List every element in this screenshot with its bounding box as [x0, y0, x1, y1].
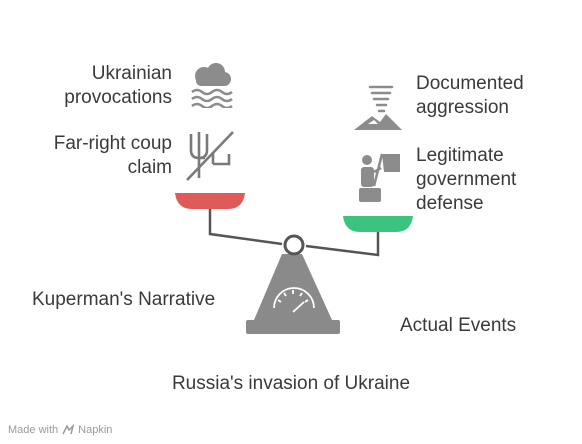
label-legitimate-government-defense: Legitimate government defense: [416, 145, 517, 214]
right-pan: [343, 216, 413, 232]
scale-left-arm: [208, 206, 283, 246]
cloud-waves-icon: [191, 63, 233, 108]
left-pan: [175, 193, 245, 209]
label-documented-aggression: Documented aggression: [416, 73, 524, 118]
gauge-icon: [273, 287, 315, 313]
watermark-prefix: Made with: [8, 424, 59, 436]
fulcrum-base: [254, 254, 332, 320]
base-label: Russia's invasion of Ukraine: [171, 373, 411, 394]
label-far-right-coup-claim: Far-right coup claim: [53, 133, 172, 178]
watermark-brand: Napkin: [78, 424, 113, 436]
label-ukrainian-provocations: Ukrainian provocations: [64, 63, 172, 108]
scale-right-arm: [305, 224, 380, 257]
left-side-label: Kuperman's Narrative: [32, 289, 216, 310]
tornado-mountain-icon: [354, 85, 402, 130]
trident-cross-icon: [186, 131, 234, 181]
fulcrum-foot: [246, 320, 340, 334]
pivot-circle: [283, 234, 305, 256]
right-side-label: Actual Events: [400, 315, 517, 336]
napkin-logo-icon: [62, 424, 75, 435]
person-flag-icon: [359, 153, 400, 202]
watermark: Made with Napkin: [8, 424, 112, 436]
